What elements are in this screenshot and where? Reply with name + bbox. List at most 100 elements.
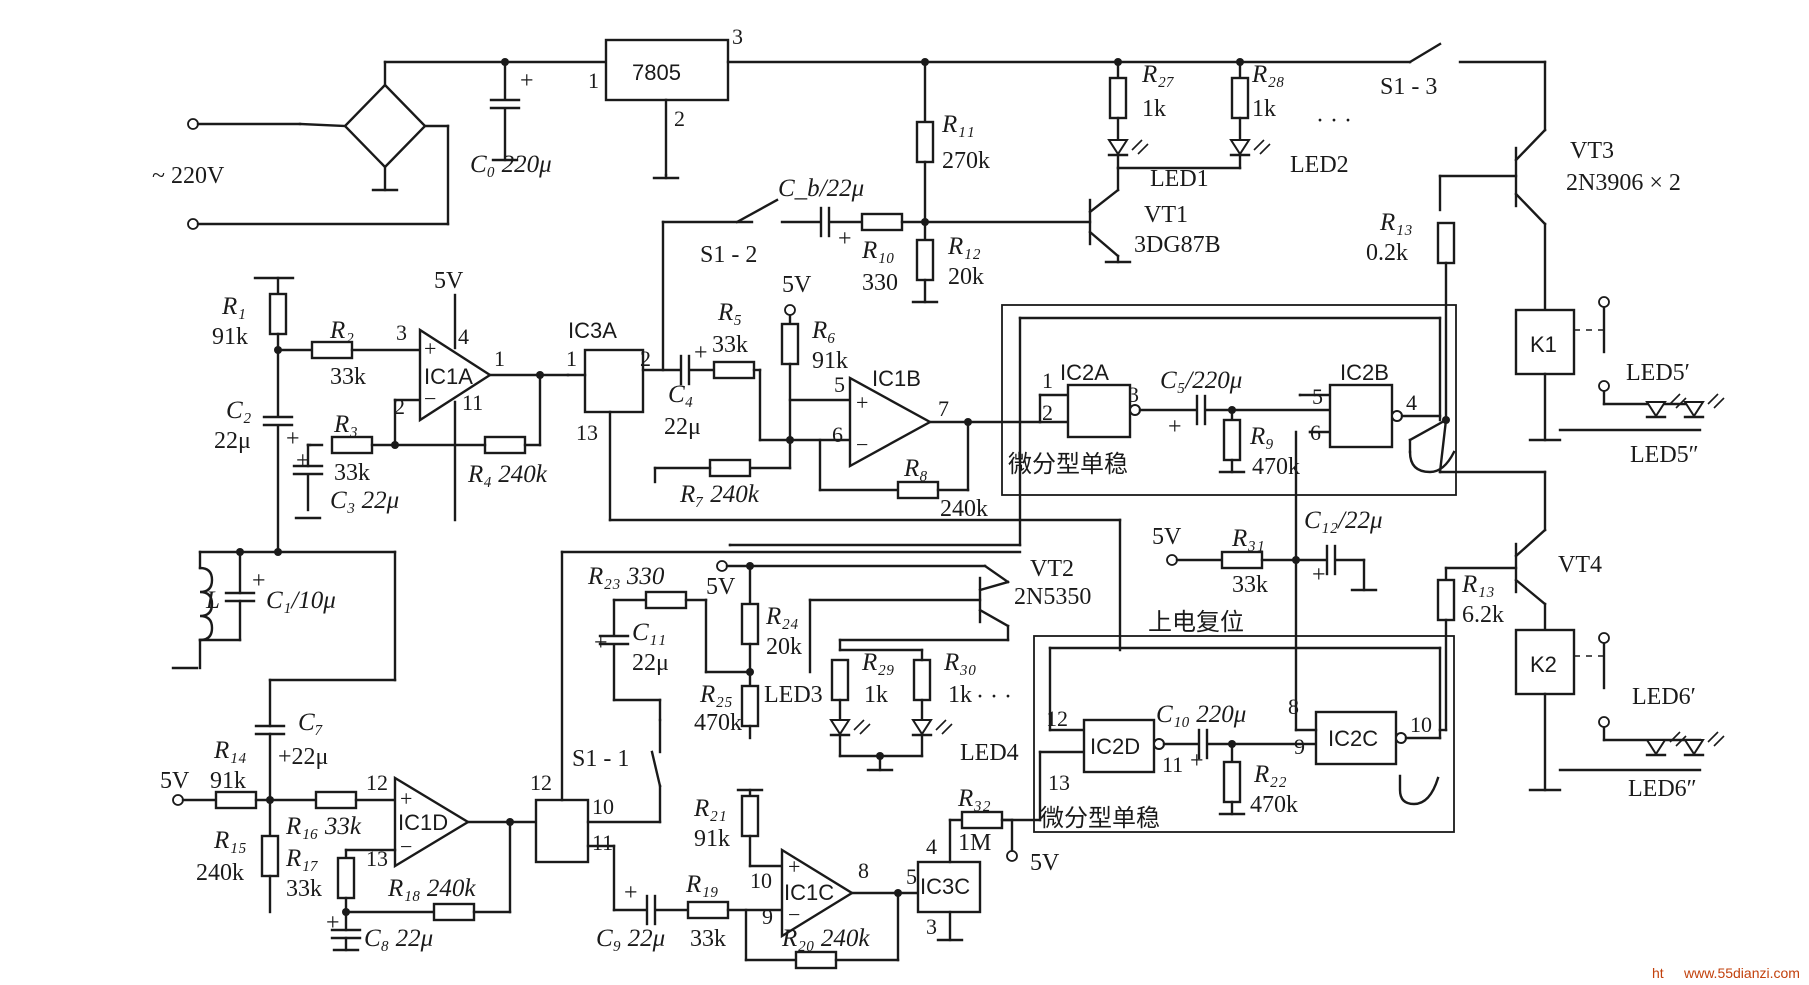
resistor-r5 [712, 360, 756, 380]
relay-k1-stage: VT3 2N3906 × 2 R₁₃ 0.2k K1 LED5′ LED5″ [1366, 128, 1725, 532]
svg-text:R₂₀ 240k: R₂₀ 240k [781, 925, 870, 952]
power-on-reset: 5V R₃₁ 33k + C₁₂/22μ 上电复位 [1148, 507, 1383, 636]
svg-text:91k: 91k [694, 826, 730, 852]
svg-text:+: + [624, 880, 638, 906]
svg-text:R₂₅: R₂₅ [699, 681, 733, 708]
svg-text:13: 13 [366, 846, 388, 871]
svg-text:1M: 1M [958, 830, 991, 856]
svg-text:3: 3 [926, 914, 937, 939]
svg-text:S1 - 2: S1 - 2 [700, 242, 757, 268]
svg-text:R₁₂: R₁₂ [947, 233, 981, 260]
chip-ic3c: IC3C 5 4 3 R₃₂ 1M 5V [906, 750, 1060, 942]
svg-text:R₆: R₆ [811, 317, 836, 344]
svg-text:R₂: R₂ [329, 317, 354, 344]
svg-text:470k: 470k [1250, 792, 1298, 818]
capacitor-c2 [262, 415, 294, 427]
led4 [911, 718, 933, 737]
resistor-r8 [896, 480, 940, 500]
svg-text:20k: 20k [766, 634, 802, 660]
c0-label: C₀ 220μ [470, 151, 552, 178]
regulator-part: 7805 [632, 60, 681, 85]
svg-text:240k: 240k [196, 860, 244, 886]
svg-text:+: + [424, 336, 436, 361]
capacitor-c4 [679, 354, 691, 386]
resistor-r4 [483, 435, 527, 455]
svg-text:LED3: LED3 [764, 682, 823, 708]
resistor-r23 [644, 590, 688, 610]
svg-text:33k: 33k [286, 876, 322, 902]
led6-prime [1645, 738, 1667, 757]
svg-text:IC2D: IC2D [1090, 734, 1140, 759]
relay-k2-stage: VT4 R₁₃ 6.2k K2 LED6′ LED6″ [1436, 528, 1725, 802]
svg-text:R₉: R₉ [1249, 423, 1274, 450]
led3 [829, 718, 851, 737]
svg-text:12: 12 [530, 770, 552, 795]
svg-text:10: 10 [592, 794, 614, 819]
svg-text:R₁₆ 33k: R₁₆ 33k [285, 813, 362, 840]
resistor-r14 [214, 790, 258, 810]
svg-text:13: 13 [576, 420, 598, 445]
svg-text:上电复位: 上电复位 [1148, 608, 1244, 636]
opamp-ic1b: + C₄ 22μ R₅ 33k 5V R₆ 91k R₇ 240k IC1B +… [653, 272, 1042, 522]
svg-text:2N5350: 2N5350 [1014, 584, 1091, 610]
svg-text:K2: K2 [1530, 652, 1557, 677]
svg-text:+: + [594, 630, 608, 656]
gate-ic2b [1328, 383, 1394, 449]
svg-text:+: + [1190, 748, 1204, 774]
led2 [1229, 138, 1251, 157]
gate-ic2d [1082, 718, 1156, 774]
svg-text:C₇: C₇ [298, 709, 323, 736]
svg-text:R₂₄: R₂₄ [765, 603, 799, 630]
resistor-r30 [912, 658, 932, 702]
svg-text:6.2k: 6.2k [1462, 602, 1504, 628]
led5-prime [1645, 400, 1667, 419]
gate-ic2a [1066, 383, 1132, 439]
svg-text:R₁₁: R₁₁ [941, 111, 975, 138]
svg-text:IC2A: IC2A [1060, 360, 1109, 385]
resistor-r25 [740, 684, 760, 728]
svg-text:C₅/220μ: C₅/220μ [1160, 367, 1242, 394]
svg-text:LED5″: LED5″ [1630, 442, 1699, 468]
svg-text:91k: 91k [210, 768, 246, 794]
svg-text:1k: 1k [1252, 96, 1276, 122]
relay-k2 [1514, 628, 1576, 696]
svg-text:5: 5 [834, 372, 845, 397]
svg-text:9: 9 [1294, 734, 1305, 759]
resistor-r16 [314, 790, 358, 810]
svg-text:+: + [286, 426, 300, 452]
svg-text:1k: 1k [948, 682, 972, 708]
resistor-r29 [830, 658, 850, 702]
svg-text:33k: 33k [330, 364, 366, 390]
svg-text:3: 3 [396, 320, 407, 345]
svg-text:+: + [1312, 562, 1326, 588]
svg-text:1k: 1k [1142, 96, 1166, 122]
svg-text:5V: 5V [434, 268, 464, 294]
resistor-r2 [310, 340, 354, 360]
svg-text:LED2: LED2 [1290, 152, 1349, 178]
svg-text:R₁₇: R₁₇ [285, 845, 319, 872]
upper-monostable-block: IC2A 1 2 3 + C₅/220μ R₉ 470k IC2B 5 6 4 … [728, 304, 1457, 732]
svg-text:IC2B: IC2B [1340, 360, 1389, 385]
resistor-r32 [960, 810, 1004, 830]
svg-text:5V: 5V [1030, 850, 1060, 876]
resistor-r21 [740, 794, 760, 838]
svg-text:5V: 5V [1152, 524, 1182, 550]
capacitor-c9 [645, 894, 657, 926]
svg-text:R₃₁: R₃₁ [1231, 525, 1265, 552]
regulator-pin2: 2 [674, 106, 685, 131]
resistor-r20 [794, 950, 838, 970]
svg-text:C₈ 22μ: C₈ 22μ [364, 925, 433, 952]
svg-text:LED6′: LED6′ [1632, 684, 1696, 710]
svg-text:微分型单稳: 微分型单稳 [1008, 450, 1128, 478]
svg-text:R₃₀: R₃₀ [943, 649, 977, 676]
svg-text:LED1: LED1 [1150, 166, 1209, 192]
svg-text:R₄ 240k: R₄ 240k [467, 461, 548, 488]
svg-text:R₃: R₃ [333, 411, 358, 438]
svg-text:R₂₉: R₂₉ [861, 649, 895, 676]
svg-text:1: 1 [494, 346, 505, 371]
resistor-r13-top [1436, 221, 1456, 265]
svg-text:2: 2 [640, 346, 651, 371]
svg-text:2: 2 [1042, 400, 1053, 425]
svg-text:4: 4 [458, 324, 469, 349]
regulator-pin3: 3 [732, 24, 743, 49]
